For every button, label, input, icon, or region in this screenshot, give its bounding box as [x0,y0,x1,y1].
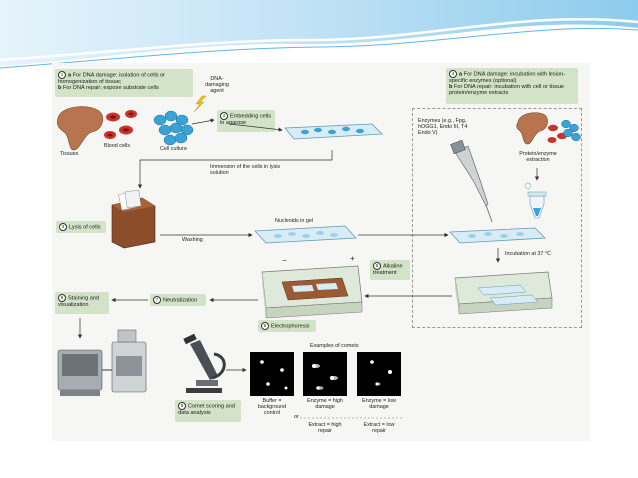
incubation-tray [454,271,553,315]
dna-agent-label: DNA-damaging agent [205,76,229,95]
step-4-b-key: b [449,84,453,91]
step-8-text: Staining and visualization [58,295,100,308]
nucleoids-label: Nucleoids in gel [275,218,314,224]
examples-label: Examples of comets [310,343,359,349]
washing-label: Washing [182,237,203,243]
protein-extraction-label: Protein/enzyme extraction [519,151,557,164]
step-9-text: Comet scoring and data analysis [178,403,235,416]
cell-culture-label: Cell culture [160,146,187,152]
step-2-text: Embedding cells in agarose [220,113,272,126]
incubation-region [412,108,582,328]
enzyme-slide [449,227,546,244]
liver-tissue-icon [56,106,104,151]
comet-caption-high: Enzyme = high damage [307,398,343,411]
step-6-text: Electrophoresis [271,323,310,330]
imaging-equipment-icon [57,329,147,396]
step-3-number: 3 [59,223,67,231]
step-4-a-key: a [459,71,463,78]
step-3-text: Lysis of cells [69,224,101,231]
agarose-slide [284,123,383,140]
comet-caption-low: Enzyme = low damage [362,398,396,411]
arrow-embed [229,123,283,132]
comet-image-low [357,352,401,396]
comet-caption-control: Buffer = background control [257,398,287,417]
liver-extract-icon [516,112,548,145]
step-1-b-text: For DNA repair: expose substrate cells [62,85,159,92]
tube-icon [524,182,547,219]
incubation-label: Incubation at 37 °C [505,251,551,257]
arrow-immersion [137,150,333,189]
step-7-text: Neutralization [163,297,198,304]
enzymes-label: Enzymes (e.g., Fpg, hOGG1, Endo III, T4 … [418,118,468,137]
minus-electrode: − [282,256,287,265]
header-wave-decoration [0,0,638,69]
immersion-label: Immersion of the cells in lysis solution [210,164,281,177]
step-4-a-text: For DNA damage: incubation with lesion-s… [449,71,566,84]
step-1-a-text: For DNA damage: isolation of cells or ho… [58,72,166,85]
comet-caption-high-repair: Extract = high repair [308,422,342,435]
step-7-number: 7 [153,296,161,304]
right-cell-culture-icon [561,119,581,142]
comet-image-high [303,352,347,396]
step-1-b-key: b [58,85,62,92]
comet-caption-low-repair: Extract = low repair [363,422,395,435]
comet-image-control [250,352,294,396]
step-5-text: Alkaline treatment [373,263,403,276]
microscope-icon [183,333,226,393]
arrow-cells [191,118,215,125]
step-6-number: 6 [261,322,269,330]
step-1-a-key: a [68,72,72,79]
step-4-b-text: For DNA repair: incubation with cell or … [449,84,565,97]
blood-cells-label: Blood cells [104,143,131,149]
tissues-label: Tissues [60,151,79,157]
plus-electrode: + [350,254,355,263]
blood-cells-icon [104,110,137,139]
nucleoids-slide [254,225,357,244]
lysis-container [111,189,156,249]
pipette-icon [450,139,493,223]
electrophoresis-tank [261,265,363,319]
or-label: or [294,414,299,420]
dna-damaging-agent-icon [193,95,207,113]
cell-culture-icon [153,110,194,146]
